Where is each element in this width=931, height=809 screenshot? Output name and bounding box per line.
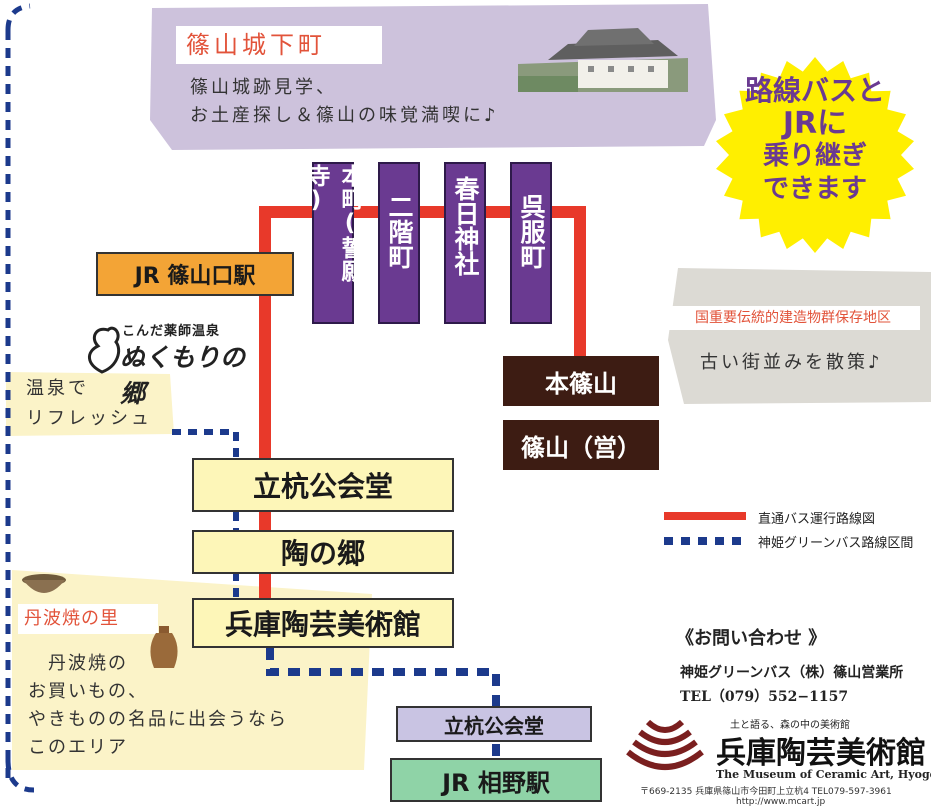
contact-tel: TEL（079）552−1157 <box>680 689 849 705</box>
legend-direct-label: 直通バス運行路線図 <box>758 512 876 527</box>
left-blue-border-curve-bottom <box>5 759 35 793</box>
stop-gofukumachi[interactable]: 呉服町 <box>510 162 552 324</box>
aino-route-line <box>266 648 500 708</box>
tamba-desc-line2: お買いもの、 <box>28 681 148 702</box>
tamba-desc-line3: やきものの名品に出会うなら <box>28 709 288 730</box>
castle-town-desc-line2: お土産探し＆篠山の味覚満喫に♪ <box>190 105 499 126</box>
museum-address: 〒669-2135 兵庫県篠山市今田町上立杭4 TEL079-597-3961 <box>640 787 892 797</box>
museum-logo-icon <box>626 719 704 770</box>
stop-sue-no-sato[interactable]: 陶の郷 <box>192 530 454 574</box>
museum-tagline: 土と語る、森の中の美術館 <box>730 720 850 731</box>
castle-town-title: 篠山城下町 <box>176 26 382 64</box>
museum-english-name: The Museum of Ceramic Art, Hyogo <box>716 768 931 781</box>
transfer-badge-line1: 路線バスと <box>744 74 885 107</box>
transfer-badge-line4: できます <box>762 174 867 204</box>
transfer-badge-line2: JRに <box>782 106 848 141</box>
stop-hon-sasayama[interactable]: 本篠山 <box>503 356 659 406</box>
stop-kasuga[interactable]: 春日神社 <box>444 162 486 324</box>
onsen-route-line <box>172 429 239 458</box>
stop-museum[interactable]: 兵庫陶芸美術館 <box>192 598 454 648</box>
steam-icon <box>88 326 121 374</box>
tamba-desc-b: お買いもの、 やきものの名品に出会うなら このエリア <box>28 678 288 762</box>
castle-illustration <box>518 28 688 92</box>
stop-tachikui-kokaido[interactable]: 立杭公会堂 <box>192 458 454 512</box>
onsen-desc: 温泉で リフレッシュ <box>26 374 152 434</box>
tamba-vase-icon <box>150 626 178 668</box>
onsen-desc-line2: リフレッシュ <box>26 408 152 429</box>
stop-honmachi[interactable]: 本町(誓願寺) <box>303 162 363 324</box>
tamba-bowl-icon <box>22 574 66 593</box>
heritage-title: 国重要伝統的建造物群保存地区 <box>666 306 920 330</box>
stop-tachikui-kokaido-2[interactable]: 立杭公会堂 <box>396 706 592 742</box>
transfer-badge: 路線バスと JRに 乗り継ぎ できます <box>706 74 924 206</box>
transfer-badge-burst <box>716 57 914 253</box>
onsen-logo: こんだ薬師温泉 ぬくもりの郷 <box>82 318 252 408</box>
stop-jr-aino[interactable]: JR 相野駅 <box>390 758 602 802</box>
heritage-panel <box>668 268 931 404</box>
onsen-logo-big: ぬくもりの郷 <box>120 343 246 408</box>
contact-heading: 《お問い合わせ 》 <box>676 628 827 649</box>
museum-logo-name: 兵庫陶芸美術館 <box>716 736 926 771</box>
stop-nikaimachi[interactable]: 二階町 <box>378 162 420 324</box>
museum-url[interactable]: http://www.mcart.jp <box>736 797 826 807</box>
left-blue-border-curve <box>5 3 31 31</box>
tamba-desc-a: 丹波焼の <box>48 653 128 674</box>
heritage-desc: 古い街並みを散策♪ <box>700 352 883 373</box>
castle-town-desc-line1: 篠山城跡見学、 <box>190 77 337 98</box>
onsen-logo-small: こんだ薬師温泉 <box>122 324 221 339</box>
tamba-desc-line4: このエリア <box>28 737 128 758</box>
tamba-title: 丹波焼の里 <box>18 604 158 634</box>
transfer-badge-line3: 乗り継ぎ <box>762 141 867 171</box>
stop-jr-sasayamaguchi[interactable]: JR 篠山口駅 <box>96 252 294 296</box>
castle-town-desc: 篠山城跡見学、 お土産探し＆篠山の味覚満喫に♪ <box>190 74 499 130</box>
direct-route-line <box>259 206 586 600</box>
contact-company: 神姫グリーンバス（株）篠山営業所 <box>680 665 904 681</box>
onsen-desc-line1: 温泉で <box>26 378 89 399</box>
legend-green-label: 神姫グリーンバス路線区間 <box>758 536 914 551</box>
stop-sasayama-ei[interactable]: 篠山（営） <box>503 420 659 470</box>
onsen-panel <box>6 372 174 436</box>
